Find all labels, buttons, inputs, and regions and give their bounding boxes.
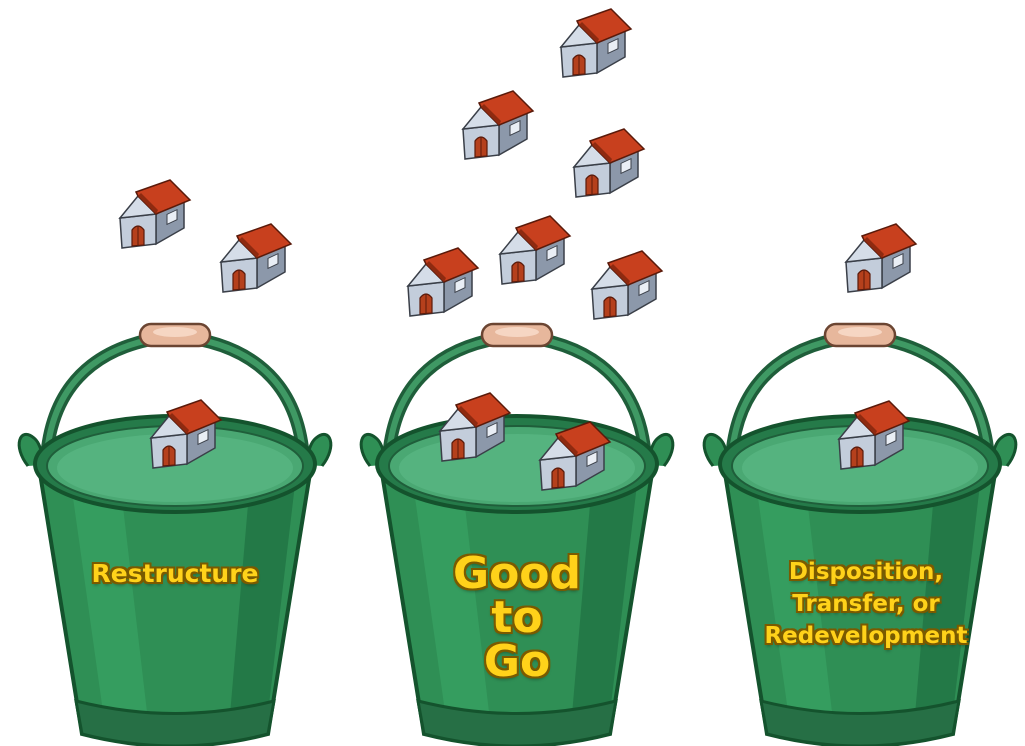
label-line: Transfer, or — [792, 591, 940, 618]
house-icon — [553, 5, 633, 85]
bucket-disposition — [695, 296, 1025, 746]
house-icon — [143, 396, 223, 476]
bucket-restructure — [10, 296, 340, 746]
label-line: Disposition, — [788, 559, 944, 585]
house-icon — [432, 389, 512, 469]
house-icon — [492, 212, 572, 292]
label-line: to — [491, 592, 543, 643]
bucket-label-restructure: Restructure — [60, 560, 290, 587]
house-icon — [532, 418, 612, 498]
house-icon — [213, 220, 293, 300]
label-line: Go — [483, 636, 551, 687]
house-icon — [400, 244, 480, 324]
house-icon — [566, 125, 646, 205]
house-icon — [831, 397, 911, 477]
bucket-label-good-to-go: Good to Go — [412, 552, 622, 684]
house-icon — [838, 220, 918, 300]
bucket-label-disposition: Disposition, Transfer, or Redevelopment — [716, 556, 1016, 653]
label-line: Restructure — [91, 559, 259, 588]
label-line: Good — [452, 548, 582, 599]
house-icon — [455, 87, 535, 167]
house-icon — [112, 176, 192, 256]
house-icon — [584, 247, 664, 327]
label-line: Redevelopment — [764, 623, 968, 650]
